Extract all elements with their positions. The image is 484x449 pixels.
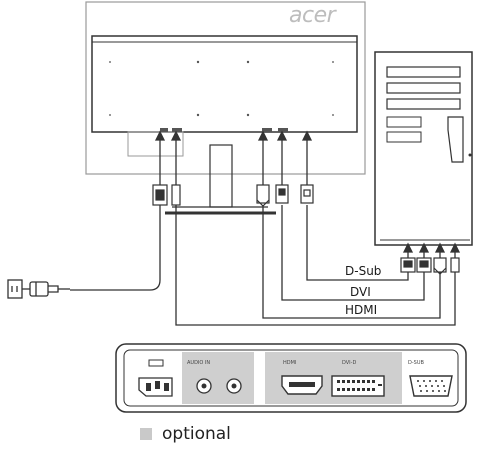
port-label-dvi: DVI-D [342,360,356,366]
vga-port: D-SUB [408,360,453,397]
port-label-vga: D-SUB [408,360,424,366]
legend-optional-label: optional [162,424,231,444]
legend: optional [140,424,231,444]
pc-tower [374,51,473,246]
port-label-hdmi: HDMI [283,360,296,366]
monitor-brand-logo: acer [289,3,338,28]
pc-connectors [400,257,460,275]
power-plug [7,279,70,299]
cable-label-dvi: DVI [350,285,371,299]
monitor-back: acer [85,1,366,175]
optional-region-audio [182,352,254,404]
port-panel: AUDIO IN HDMI DVI-D [115,343,467,413]
cable-label-hdmi: HDMI [345,303,377,317]
dvi-port: DVI-D [331,360,385,397]
audio-in-ports: AUDIO IN [187,360,242,394]
monitor-stand [165,144,276,215]
cable-routing [70,130,461,326]
port-label-audio: AUDIO IN [187,360,210,366]
legend-optional-swatch [140,428,152,440]
monitor-connectors [152,184,314,207]
power-socket [138,359,173,397]
hdmi-port: HDMI [281,360,323,395]
cable-label-dsub: D-Sub [345,264,381,278]
